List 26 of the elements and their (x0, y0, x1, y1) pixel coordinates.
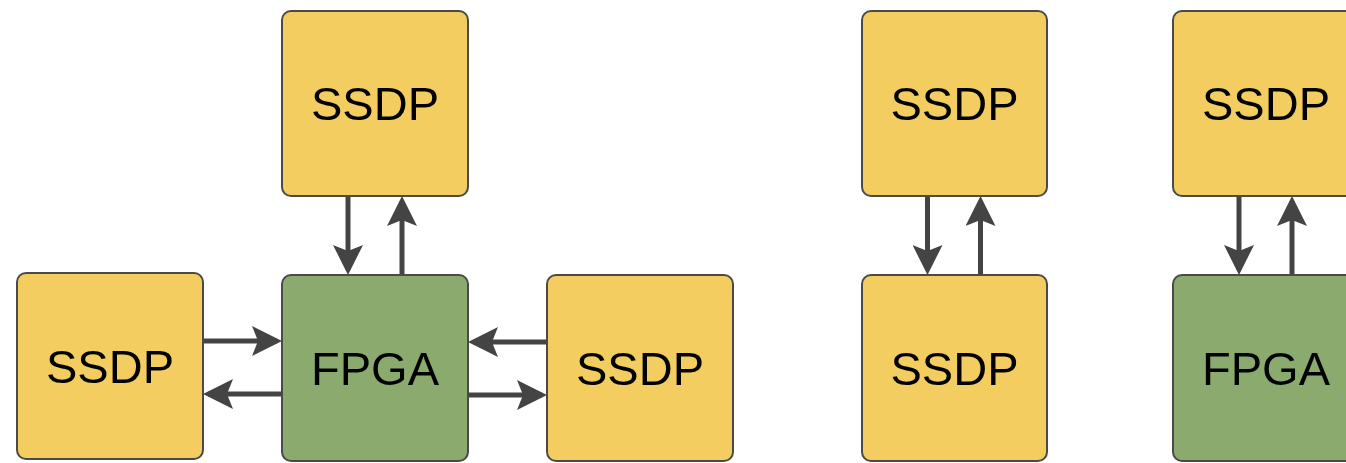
box-label: SSDP (576, 344, 704, 392)
process-box (281, 274, 469, 462)
box-label: FPGA (1202, 344, 1330, 392)
box-label: SSDP (46, 342, 174, 390)
box-label: SSDP (1202, 80, 1330, 127)
box-label: SSDP (311, 80, 439, 127)
process-box (281, 10, 469, 197)
arrow (387, 196, 417, 274)
arrow (912, 197, 943, 275)
process-box (861, 10, 1048, 197)
arrow (333, 197, 363, 275)
box-label: FPGA (311, 344, 439, 392)
process-box (546, 274, 734, 462)
arrow (468, 327, 546, 357)
process-box (861, 274, 1048, 462)
arrow (203, 379, 281, 409)
arrow (1224, 197, 1254, 275)
process-box (1172, 10, 1346, 197)
box-label: SSDP (890, 80, 1019, 127)
arrow (965, 196, 996, 274)
process-box (16, 272, 204, 460)
arrow (1277, 196, 1307, 274)
arrow (204, 326, 282, 356)
box-label: SSDP (890, 344, 1019, 392)
process-box (1172, 274, 1346, 462)
arrow (469, 380, 547, 410)
